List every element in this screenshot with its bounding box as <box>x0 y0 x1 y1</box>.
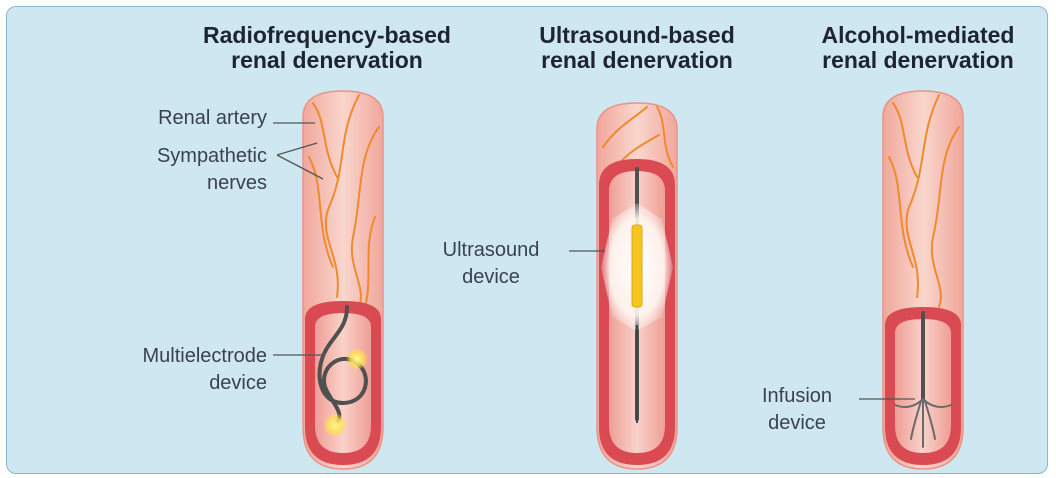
label-sympathetic-nerves: Sympathetic nerves <box>97 143 267 197</box>
title-line-1: Alcohol-mediated <box>791 23 1045 48</box>
panel-title-ultrasound: Ultrasound-based renal denervation <box>507 23 767 73</box>
electrode-spot-2 <box>323 413 347 437</box>
label-text-line-1: Infusion <box>741 383 853 410</box>
ultrasound-transducer <box>632 225 642 307</box>
label-ultrasound-device: Ultrasound device <box>421 237 561 291</box>
title-line-2: renal denervation <box>791 48 1045 73</box>
label-text-line-2: device <box>741 410 853 437</box>
vessel-radiofrequency <box>303 91 383 469</box>
title-line-2: renal denervation <box>507 48 767 73</box>
label-text-line-1: Ultrasound <box>421 237 561 264</box>
vessel-ultrasound <box>597 103 677 469</box>
vessel-alcohol <box>883 91 963 469</box>
label-text-line-1: Multielectrode <box>67 343 267 370</box>
panel-title-alcohol: Alcohol-mediated renal denervation <box>791 23 1045 73</box>
label-renal-artery: Renal artery <box>107 105 267 132</box>
title-line-1: Ultrasound-based <box>507 23 767 48</box>
title-line-2: renal denervation <box>177 48 477 73</box>
label-text-line-2: device <box>67 370 267 397</box>
label-infusion-device: Infusion device <box>741 383 853 437</box>
title-line-1: Radiofrequency-based <box>177 23 477 48</box>
label-text-line-1: Sympathetic <box>97 143 267 170</box>
electrode-spot-1 <box>346 348 368 370</box>
label-text-line-2: nerves <box>97 170 267 197</box>
label-text: Renal artery <box>107 105 267 132</box>
label-multielectrode-device: Multielectrode device <box>67 343 267 397</box>
label-text-line-2: device <box>421 264 561 291</box>
diagram-panel: Radiofrequency-based renal denervation U… <box>6 6 1048 474</box>
panel-title-radiofrequency: Radiofrequency-based renal denervation <box>177 23 477 73</box>
